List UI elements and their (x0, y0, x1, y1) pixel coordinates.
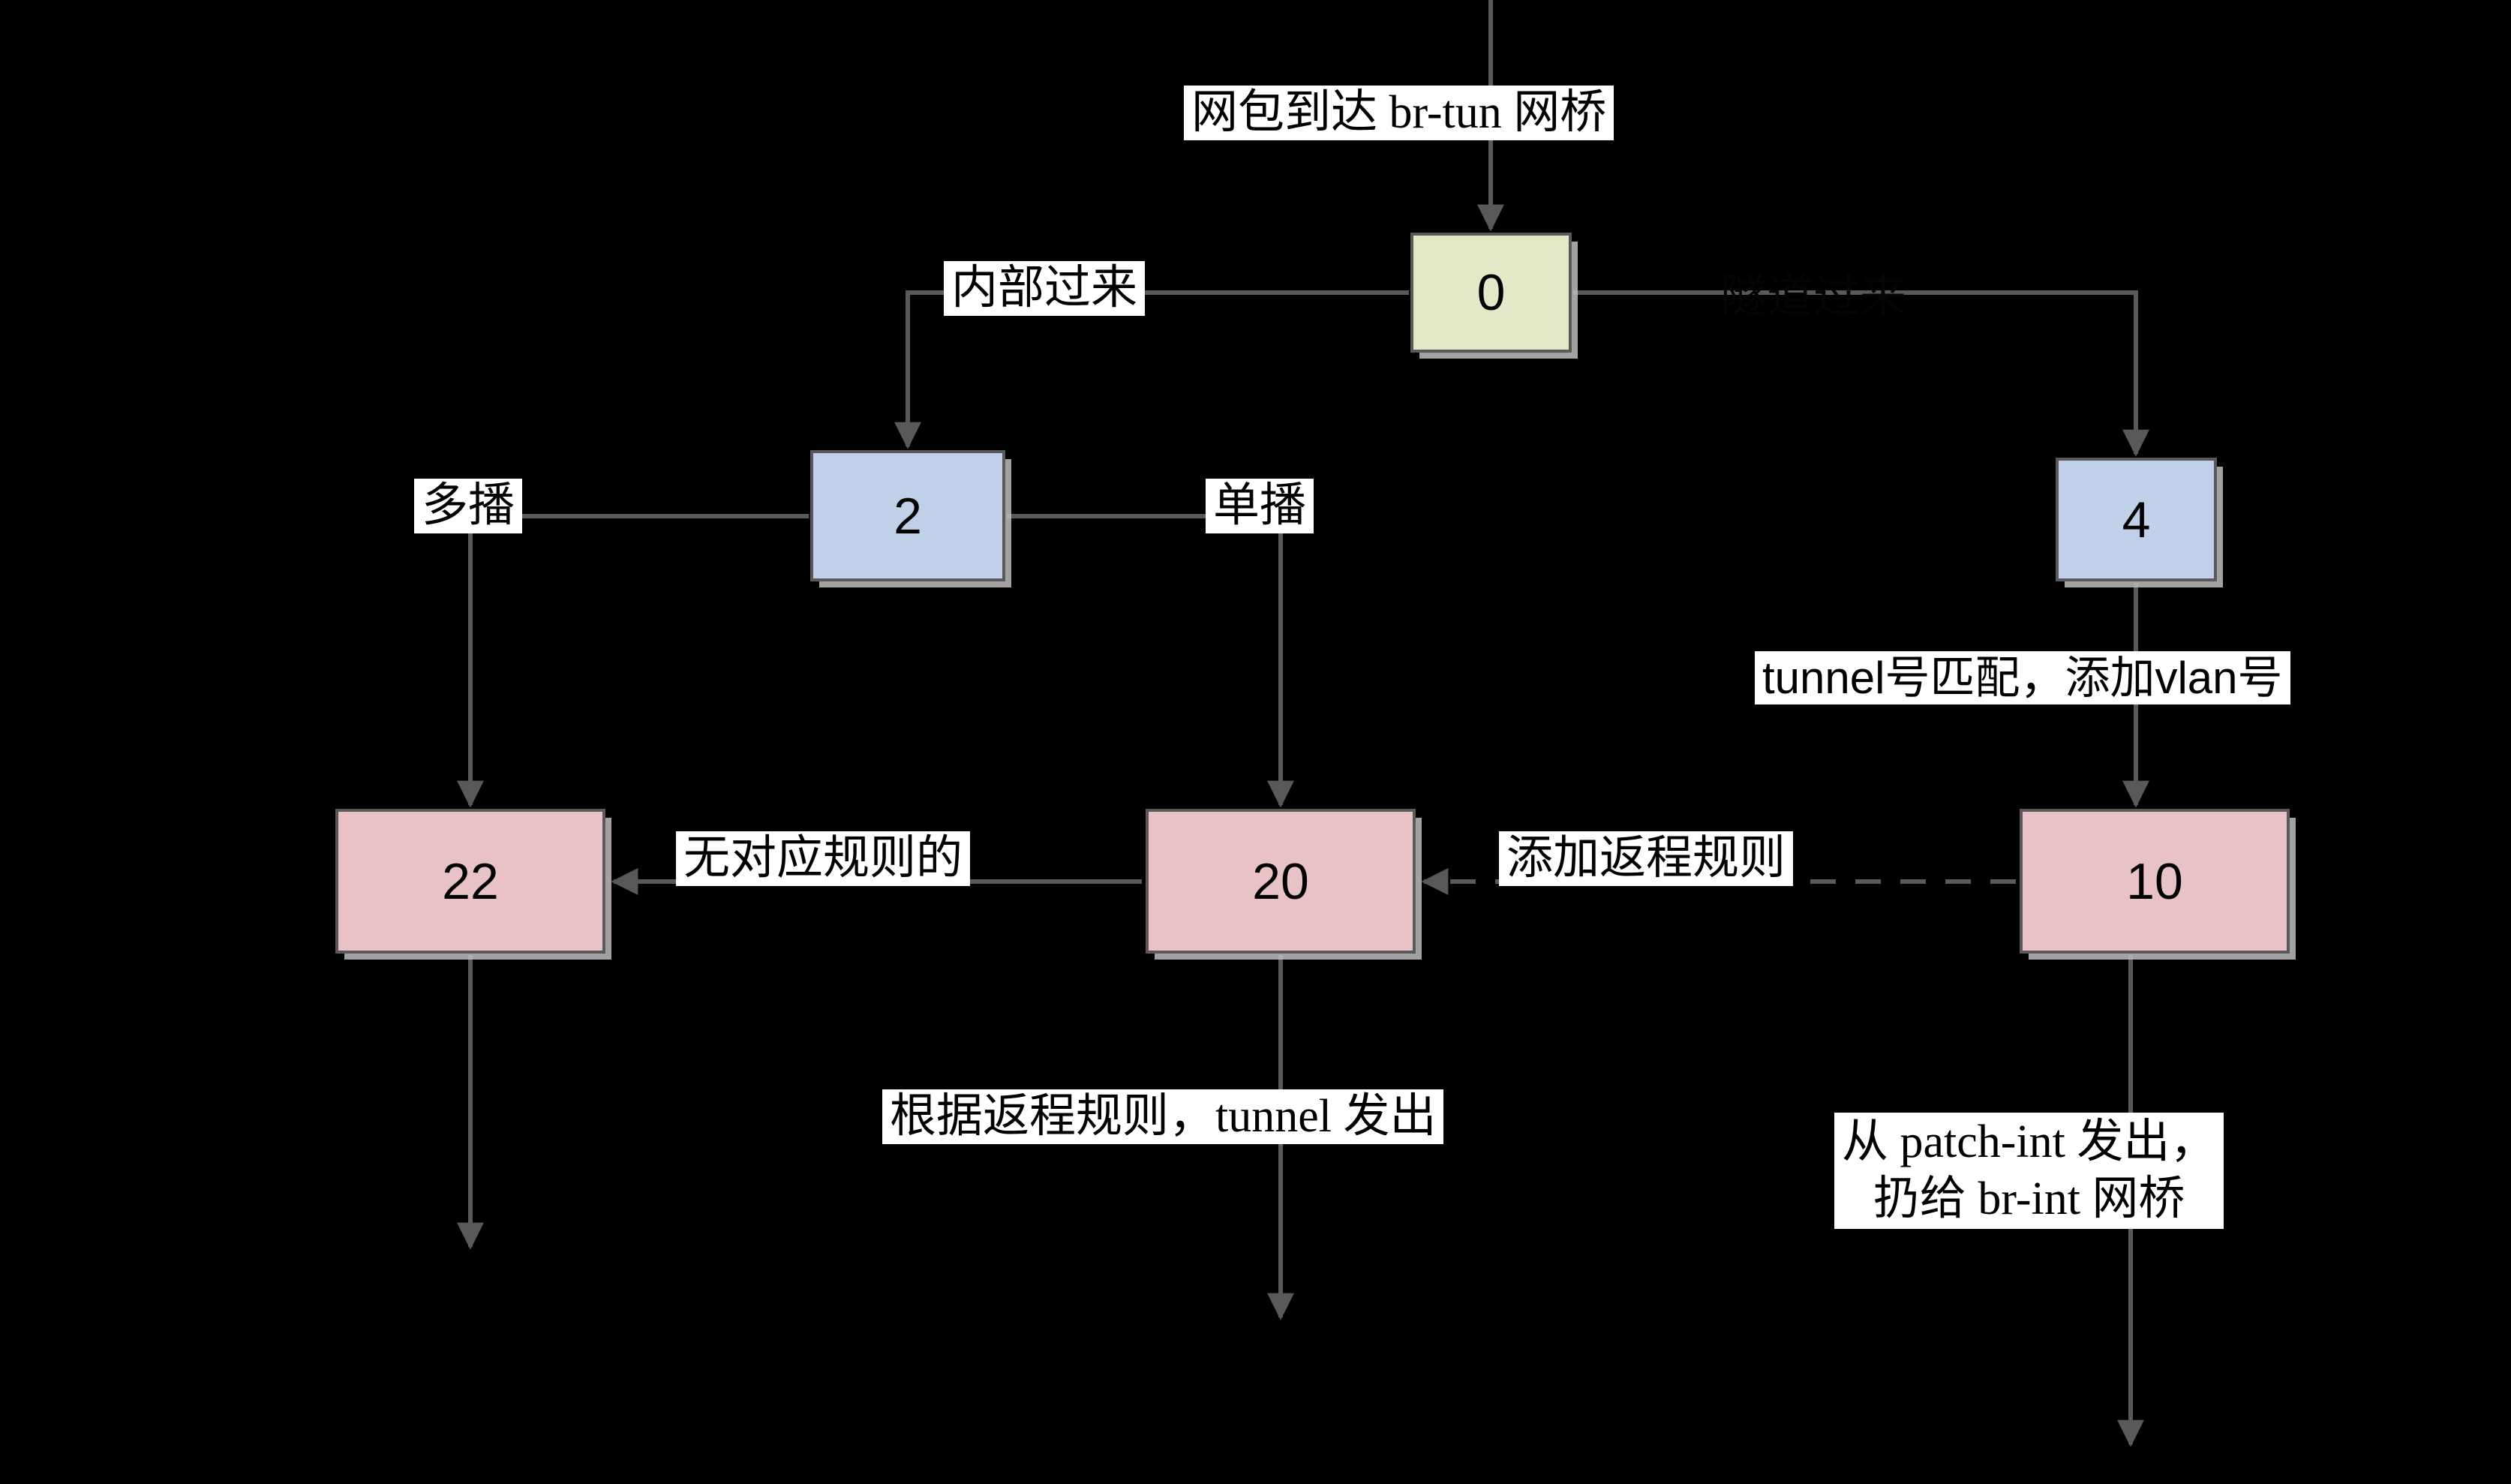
edge-label-packet-arrives: 网包到达 br-tun 网桥 (1184, 86, 1614, 141)
flow-node-table-4[interactable]: 4 (2056, 458, 2217, 581)
flow-node-label: 22 (442, 852, 499, 910)
flow-node-label: 0 (1476, 264, 1506, 321)
flow-node-table-0[interactable]: 0 (1410, 233, 1572, 353)
edge-label-from-tunnel: 隧道过来 (1720, 272, 1907, 323)
edge-label-from-internal: 内部过来 (944, 261, 1146, 317)
edge-label-unicast: 单播 (1206, 479, 1314, 534)
flow-node-label: 20 (1252, 852, 1309, 910)
edge-label-tunnel-id-match-add-vlan: tunnel号匹配，添加vlan号 (1755, 651, 2290, 705)
edge-label-send-via-tunnel: 根据返程规则，tunnel 发出 (882, 1089, 1444, 1145)
flow-node-label: 2 (894, 487, 922, 545)
flow-node-table-2[interactable]: 2 (810, 450, 1005, 581)
flow-node-table-10[interactable]: 10 (2020, 809, 2290, 954)
edge-label-multicast: 多播 (414, 479, 523, 534)
edge-0-to-2 (894, 290, 1409, 449)
edge-2-to-20 (1007, 514, 1294, 808)
edge-label-no-matching-rule: 无对应规则的 (676, 831, 971, 887)
edge-0-to-4 (1573, 290, 2149, 457)
flow-node-label: 4 (2122, 491, 2151, 548)
flow-node-label: 10 (2126, 852, 2183, 910)
edge-2-to-22 (457, 514, 809, 808)
edge-label-add-return-rule: 添加返程规则 (1499, 831, 1794, 887)
flow-node-table-20[interactable]: 20 (1146, 809, 1416, 954)
edge-label-send-via-patch-int: 从 patch-int 发出， 扔给 br-int 网桥 (1834, 1113, 2224, 1230)
flow-node-table-22[interactable]: 22 (335, 809, 605, 954)
